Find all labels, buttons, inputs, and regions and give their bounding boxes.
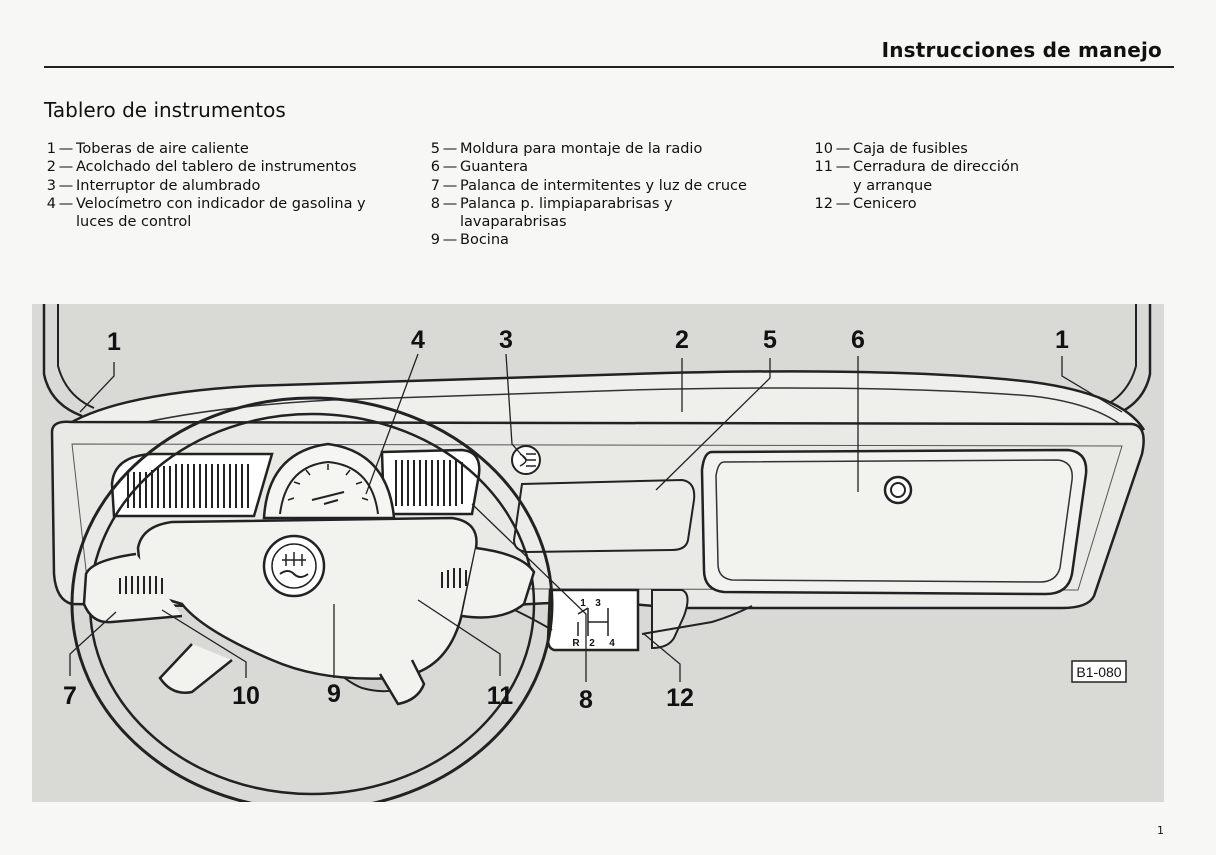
legend-item-text: Acolchado del tablero de instrumentos: [76, 159, 357, 176]
legend-item-continuation: lavaparabrisas: [460, 214, 567, 231]
callout-label: 6: [851, 326, 865, 354]
callout-label: 8: [579, 686, 593, 714]
legend-item: 1—Toberas de aire caliente: [44, 140, 366, 158]
legend-item-number: 6: [430, 159, 440, 176]
legend-item-number: 5: [430, 141, 440, 157]
legend-item-continuation: y arranque: [853, 177, 933, 194]
legend-item-number: 10: [814, 141, 833, 157]
legend-item-text: Moldura para montaje de la radio: [460, 141, 703, 157]
legend-item-number: 4: [46, 195, 56, 212]
dashboard-illustration: 1 4 3 2 5 6 1 7 10 9 11 8 12 1 3 R 2 4 B…: [32, 304, 1164, 802]
legend-item: 3—Interruptor de alumbrado: [44, 177, 366, 195]
legend-item-text: Palanca de intermitentes y luz de cruce: [460, 177, 747, 194]
callout-label: 1: [1055, 326, 1069, 354]
legend-item: 2—Acolchado del tablero de instrumentos: [44, 158, 366, 176]
page-header-title: Instrucciones de manejo: [881, 38, 1162, 62]
header-rule: [44, 66, 1174, 68]
legend-item: 4—Velocímetro con indicador de gasolina …: [44, 195, 366, 232]
legend-item: 9—Bocina: [428, 231, 747, 249]
legend-item-text: Cenicero: [853, 195, 917, 212]
section-title: Tablero de instrumentos: [44, 98, 286, 122]
callout-label: 10: [232, 682, 260, 710]
page-number: 1: [1157, 824, 1164, 837]
legend-item-number: 3: [46, 177, 56, 194]
callout-label: 4: [411, 326, 425, 354]
callout-label: 5: [763, 326, 777, 354]
callout-label: 12: [666, 684, 694, 712]
legend-item-number: 1: [46, 141, 56, 157]
gear-label: 1: [580, 598, 586, 609]
callout-label: 11: [487, 682, 514, 710]
legend-item-number: 9: [430, 232, 440, 249]
legend-item-text: Caja de fusibles: [853, 141, 968, 157]
legend-item-number: 7: [430, 177, 440, 194]
legend-item-text: Interruptor de alumbrado: [76, 177, 261, 194]
legend-item-number: 12: [814, 195, 833, 212]
gear-label: R: [572, 638, 580, 649]
legend-item: 12—Cenicero: [812, 195, 1019, 213]
legend-item: 6—Guantera: [428, 158, 747, 176]
gear-label: 2: [589, 638, 595, 649]
callout-label: 2: [675, 326, 689, 354]
legend-item-continuation: luces de control: [76, 214, 192, 231]
figure-ref-code: B1-080: [1076, 664, 1121, 680]
legend-item-text: Guantera: [460, 159, 528, 176]
callout-label: 7: [63, 682, 77, 710]
legend-column-3: 10—Caja de fusibles 11—Cerradura de dire…: [812, 140, 1019, 213]
legend-item: 10—Caja de fusibles: [812, 140, 1019, 158]
callout-label: 9: [327, 680, 341, 708]
callout-label: 3: [499, 326, 513, 354]
legend-item-text: Cerradura de dirección: [853, 159, 1020, 176]
legend-column-1: 1—Toberas de aire caliente 2—Acolchado d…: [44, 140, 366, 231]
legend-item-number: 11: [814, 159, 833, 176]
gear-label: 3: [595, 598, 601, 609]
gear-label: 4: [609, 638, 615, 649]
legend-item-text: Velocímetro con indicador de gasolina y: [76, 195, 366, 212]
legend-item-number: 2: [46, 159, 56, 176]
legend-item-text: Palanca p. limpiaparabrisas y: [460, 195, 673, 212]
callout-label: 1: [107, 328, 121, 356]
legend-item-text: Bocina: [460, 232, 509, 249]
legend-item: 7—Palanca de intermitentes y luz de cruc…: [428, 177, 747, 195]
legend-column-2: 5—Moldura para montaje de la radio 6—Gua…: [428, 140, 747, 250]
legend-item-number: 8: [430, 195, 440, 212]
legend-item: 5—Moldura para montaje de la radio: [428, 140, 747, 158]
legend-item-text: Toberas de aire caliente: [76, 141, 249, 157]
